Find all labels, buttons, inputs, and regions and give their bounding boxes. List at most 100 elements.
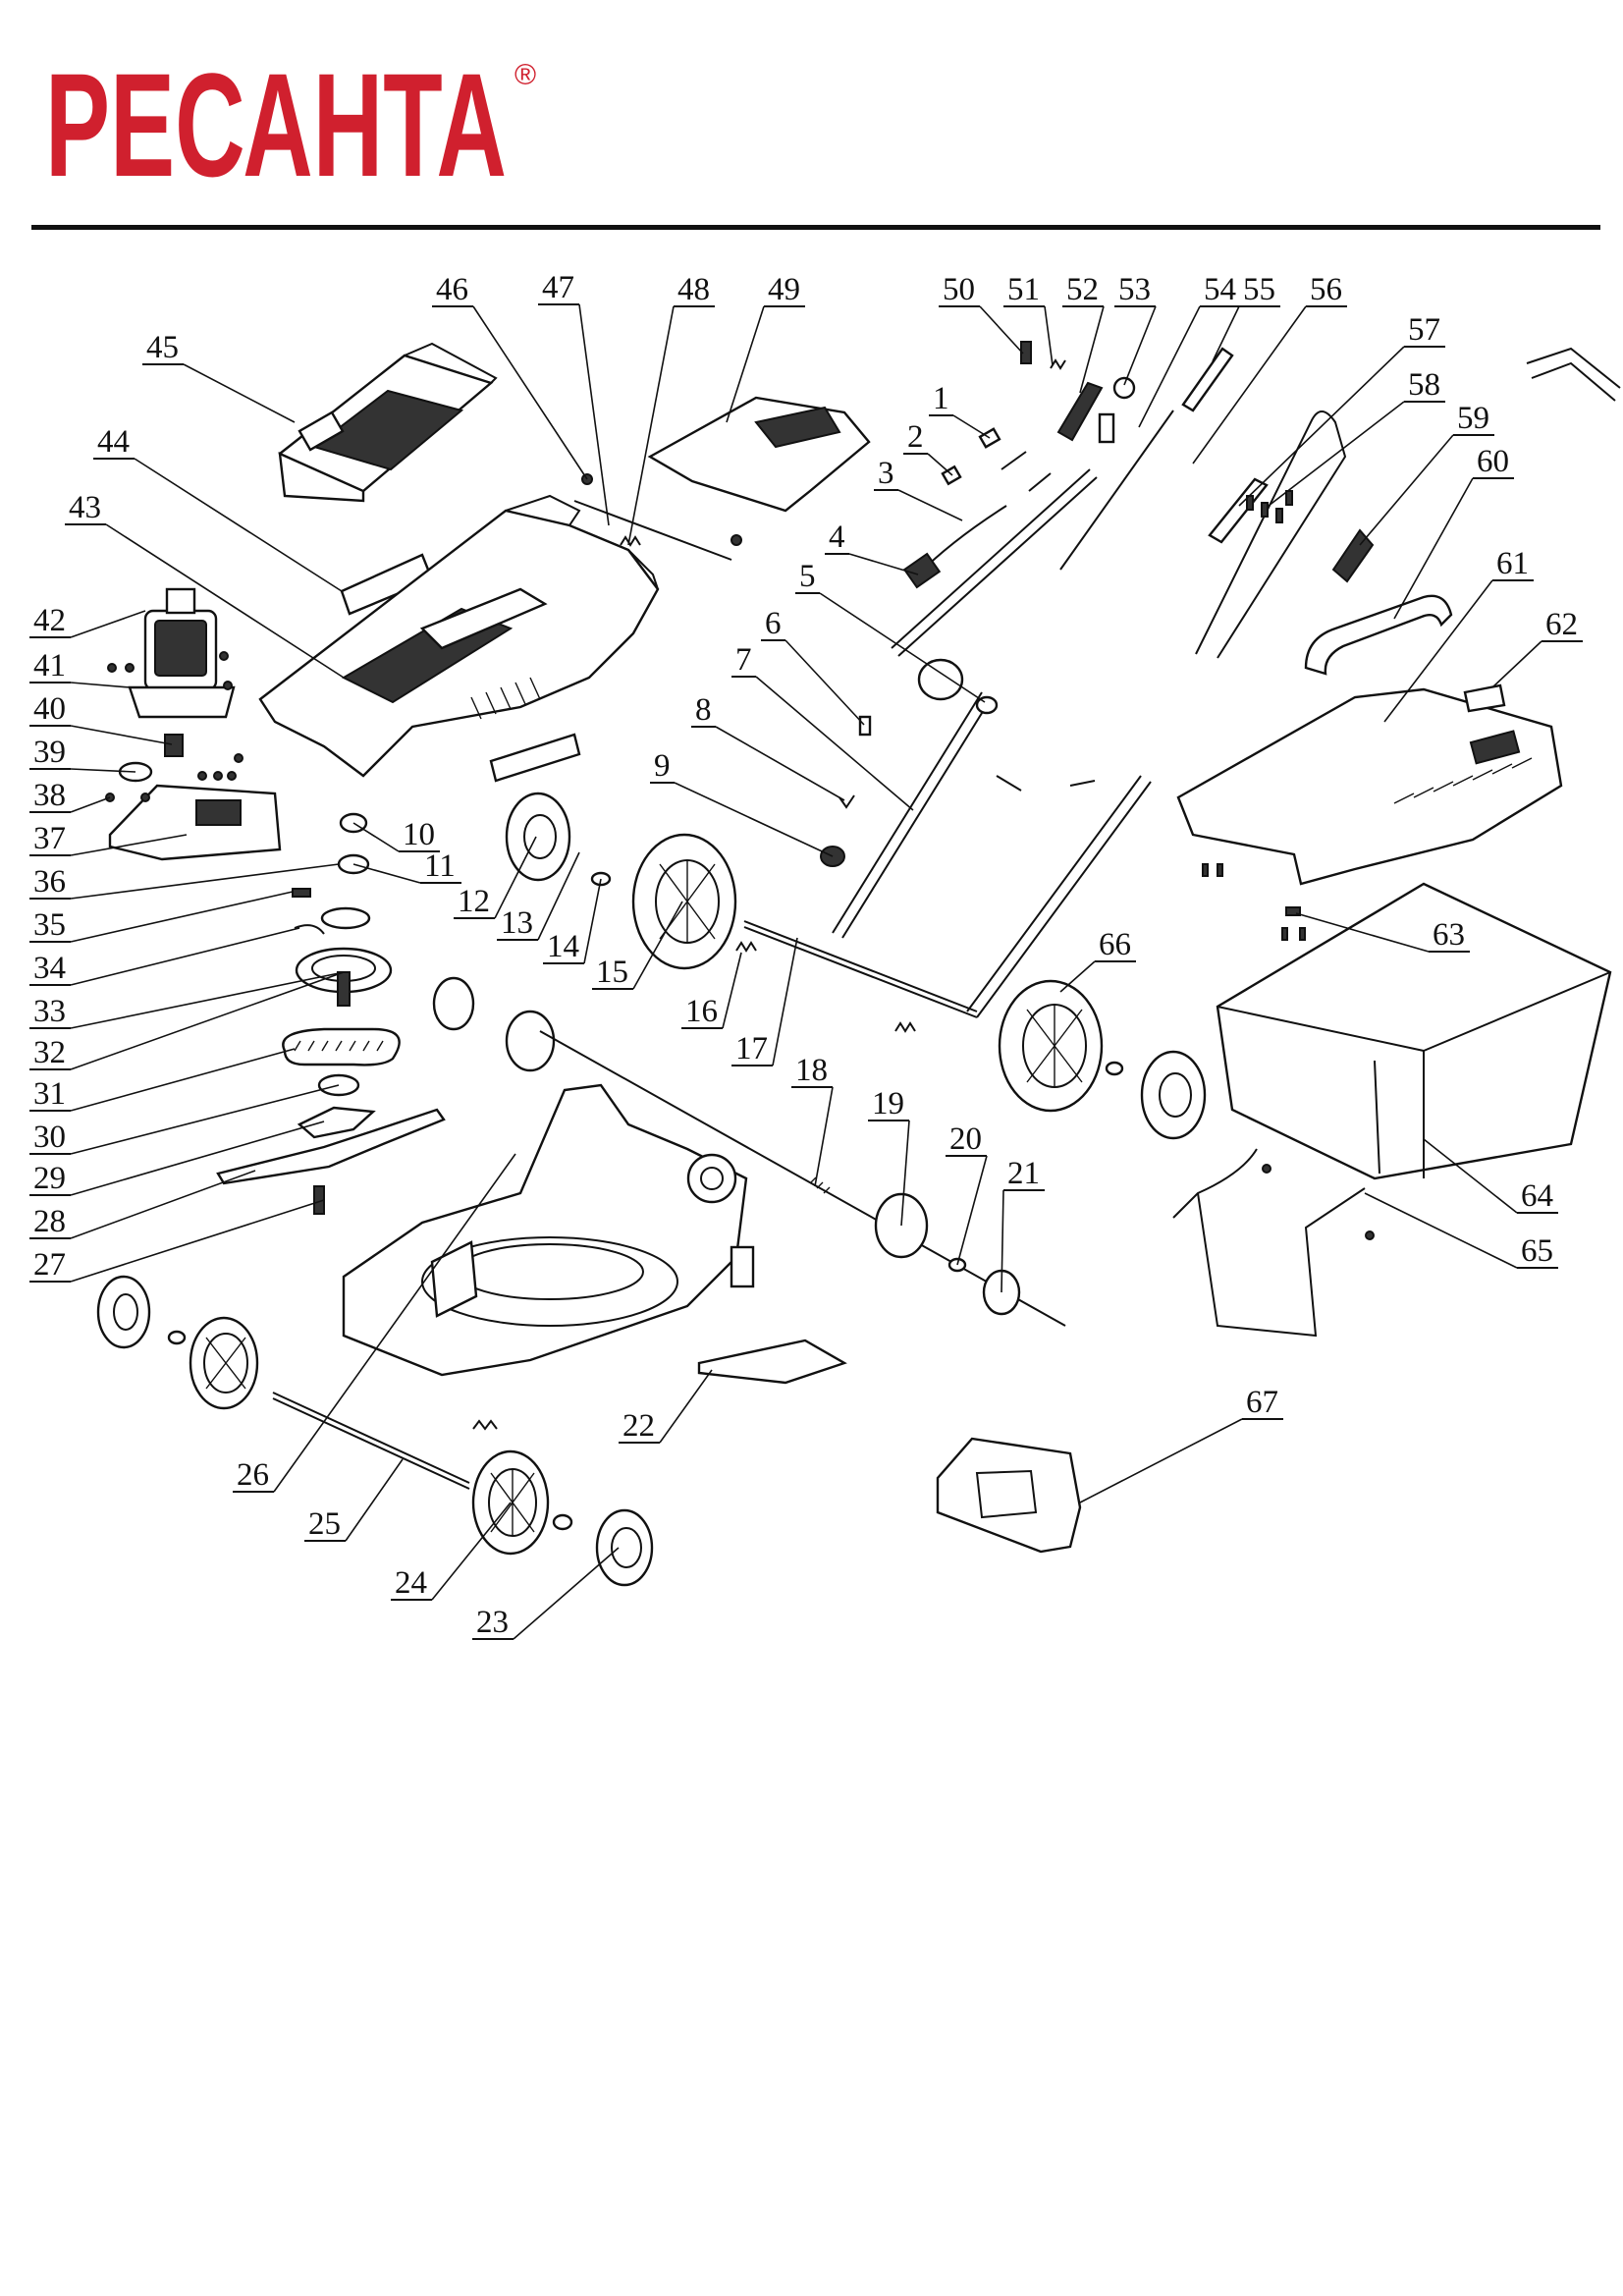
leader-line-13 xyxy=(537,851,580,941)
part-number-22: 22 xyxy=(622,1408,655,1444)
callout-57: 57 xyxy=(1238,312,1445,507)
registered-mark: ® xyxy=(514,59,536,91)
part-number-64: 64 xyxy=(1521,1178,1553,1214)
motor-base-detail xyxy=(195,799,242,826)
callout-21: 21 xyxy=(1001,1156,1045,1293)
part-number-13: 13 xyxy=(501,905,533,941)
callout-45: 45 xyxy=(142,330,296,423)
leader-line-16 xyxy=(722,952,742,1029)
callout-7: 7 xyxy=(731,642,914,811)
clip-8-drawing xyxy=(839,794,855,809)
callout-38: 38 xyxy=(29,778,111,813)
part-number-46: 46 xyxy=(436,272,468,307)
carry-handle-drawing xyxy=(1304,594,1453,676)
callout-12: 12 xyxy=(454,836,537,919)
leader-line-48 xyxy=(627,305,675,546)
callout-39: 39 xyxy=(29,735,136,773)
leader-line-15 xyxy=(632,901,683,990)
wheel-66-drawing xyxy=(998,979,1104,1113)
leader-line-1 xyxy=(952,414,991,439)
callout-17: 17 xyxy=(731,937,798,1066)
leader-line-32 xyxy=(70,971,345,1070)
part-number-17: 17 xyxy=(735,1031,768,1066)
callout-15: 15 xyxy=(592,901,683,990)
callout-6: 6 xyxy=(761,606,865,726)
rear-flap-drawing xyxy=(697,1339,847,1385)
part-number-59: 59 xyxy=(1457,401,1489,436)
part-number-34: 34 xyxy=(33,951,66,986)
leader-line-50 xyxy=(979,305,1024,355)
part-number-8: 8 xyxy=(695,692,712,728)
part-number-63: 63 xyxy=(1433,917,1465,953)
part-number-42: 42 xyxy=(33,603,66,638)
grass-bag-drawing xyxy=(1216,882,1612,1180)
leader-line-59 xyxy=(1359,434,1454,546)
wheel-rear-left-drawing xyxy=(189,1316,259,1410)
part-number-16: 16 xyxy=(685,994,718,1029)
part-number-2: 2 xyxy=(907,419,924,455)
callout-52: 52 xyxy=(1062,272,1105,394)
part-number-65: 65 xyxy=(1521,1233,1553,1269)
part-number-54: 54 xyxy=(1204,272,1236,307)
part-number-50: 50 xyxy=(943,272,975,307)
part-number-33: 33 xyxy=(33,994,66,1029)
part-number-39: 39 xyxy=(33,735,66,770)
leader-line-51 xyxy=(1044,305,1054,366)
part-number-41: 41 xyxy=(33,648,66,683)
grip-59-drawing xyxy=(1331,528,1375,583)
part-number-53: 53 xyxy=(1118,272,1151,307)
leader-line-9 xyxy=(674,782,834,857)
leader-line-3 xyxy=(897,489,963,521)
callout-48: 48 xyxy=(627,272,715,546)
callout-31: 31 xyxy=(29,1048,296,1112)
rear-axle-drawing xyxy=(743,920,978,1012)
part-number-61: 61 xyxy=(1496,546,1529,581)
callout-28: 28 xyxy=(29,1170,256,1239)
callout-11: 11 xyxy=(352,848,461,884)
leader-line-56 xyxy=(1192,305,1307,465)
leader-line-31 xyxy=(70,1048,296,1112)
blade-drawing xyxy=(216,1108,446,1185)
leader-line-52 xyxy=(1079,305,1105,394)
battery-pack-drawing xyxy=(278,342,498,503)
rod-47-drawing xyxy=(573,500,732,561)
motor-base-drawing xyxy=(108,784,282,861)
leader-line-17 xyxy=(772,937,798,1066)
motor-drawing xyxy=(128,587,236,757)
leader-line-30 xyxy=(70,1084,340,1155)
part-number-9: 9 xyxy=(654,748,671,784)
part-number-32: 32 xyxy=(33,1035,66,1070)
callout-29: 29 xyxy=(29,1121,325,1196)
leader-line-57 xyxy=(1238,346,1405,507)
part-number-49: 49 xyxy=(768,272,800,307)
callout-30: 30 xyxy=(29,1084,340,1155)
callout-18: 18 xyxy=(791,1053,834,1187)
leader-line-60 xyxy=(1393,477,1474,620)
callout-65: 65 xyxy=(1364,1192,1558,1269)
part-number-4: 4 xyxy=(829,519,845,555)
brand-name: РЕСАНТА xyxy=(45,53,507,191)
part-number-27: 27 xyxy=(33,1247,66,1283)
bag-frame-drawing xyxy=(1172,1148,1258,1219)
callout-35: 35 xyxy=(29,891,294,943)
part-number-15: 15 xyxy=(596,955,628,990)
leader-line-40 xyxy=(70,725,173,745)
leader-line-66 xyxy=(1059,960,1096,993)
callout-37: 37 xyxy=(29,821,188,856)
leader-line-21 xyxy=(1001,1189,1004,1293)
callout-40: 40 xyxy=(29,691,173,745)
rear-shaft-drawing xyxy=(539,1030,1066,1327)
callout-53: 53 xyxy=(1114,272,1157,386)
part-number-57: 57 xyxy=(1408,312,1440,348)
upper-handle-drawing xyxy=(1195,410,1347,659)
motor-housing-drawing xyxy=(258,494,660,783)
callout-50: 50 xyxy=(939,272,1024,355)
callout-23: 23 xyxy=(472,1547,620,1640)
callout-42: 42 xyxy=(29,603,146,638)
callout-64: 64 xyxy=(1423,1138,1558,1214)
part-number-11: 11 xyxy=(424,848,456,884)
part-number-66: 66 xyxy=(1099,927,1131,962)
leader-line-11 xyxy=(352,863,421,884)
lower-handle-tube-drawing xyxy=(891,468,1091,649)
